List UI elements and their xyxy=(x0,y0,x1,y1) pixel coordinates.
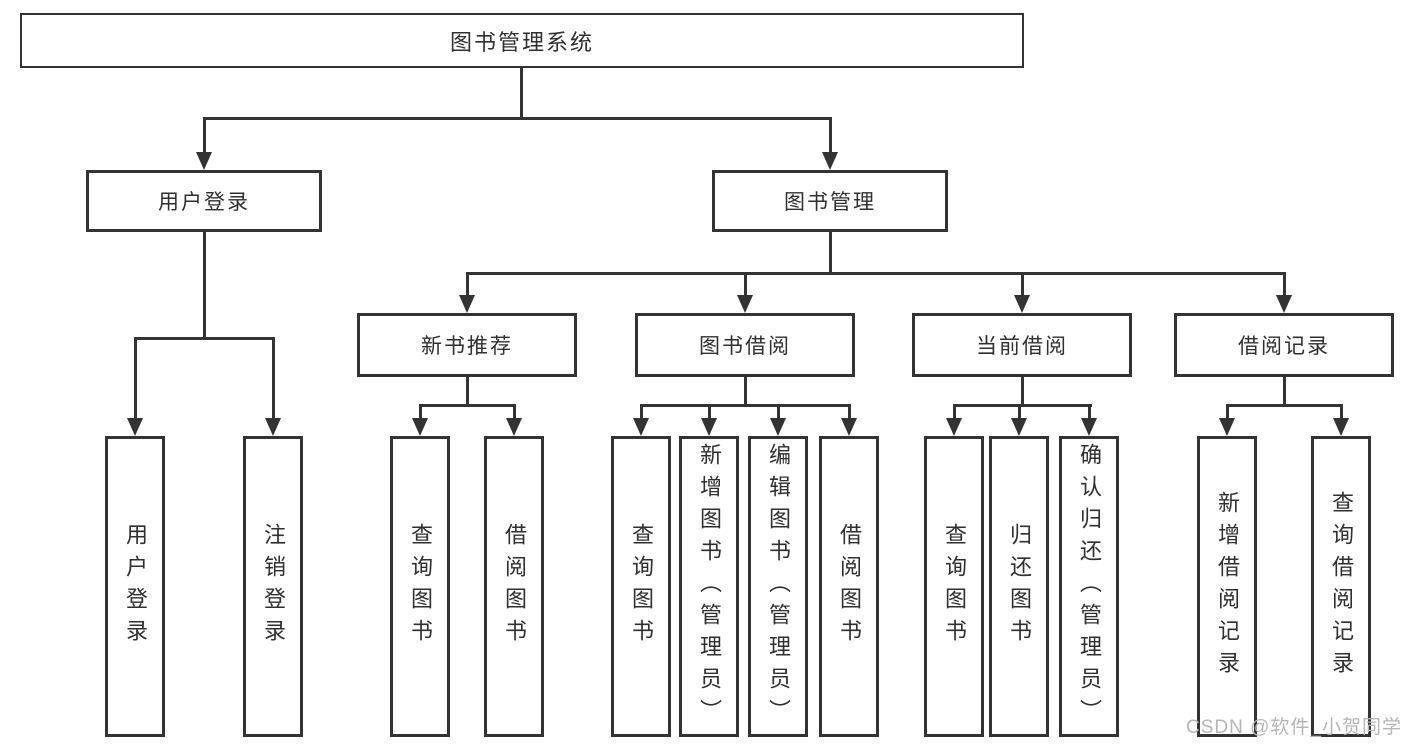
connector-stem-book-mgmt xyxy=(829,120,832,156)
leaf-label: 新增图书（管理员） xyxy=(697,442,722,731)
leaf-label: 新增借阅记录 xyxy=(1215,490,1240,683)
connector-book-mgmt-horizontal xyxy=(466,272,1286,275)
connector-stem-new-book xyxy=(466,275,469,299)
leaf-label: 确认归还（管理员） xyxy=(1077,442,1102,731)
connector-user-login-horizontal xyxy=(134,337,275,340)
arrow-down-icon xyxy=(1276,295,1292,313)
leaf-query-borrow-record: 查询借阅记录 xyxy=(1311,436,1371,737)
connector-stem-leaf-13 xyxy=(1340,407,1343,423)
leaf-logout: 注销登录 xyxy=(243,436,303,737)
connector-stem-leaf-5 xyxy=(640,407,643,423)
connector-borrow-record-vertical xyxy=(1283,377,1286,406)
arrow-down-icon xyxy=(822,152,838,170)
arrow-down-icon xyxy=(127,418,143,436)
connector-stem-user-login xyxy=(203,120,206,156)
connector-stem-leaf-4 xyxy=(513,407,516,423)
connector-stem-leaf-2 xyxy=(272,340,275,422)
arrow-down-icon xyxy=(841,418,857,436)
node-borrowing-records: 借阅记录 xyxy=(1174,313,1394,377)
connector-stem-book-borrow xyxy=(744,275,747,299)
node-user-login: 用户登录 xyxy=(86,170,322,232)
node-book-management: 图书管理 xyxy=(712,170,948,232)
leaf-confirm-return-admin: 确认归还（管理员） xyxy=(1059,436,1119,737)
arrow-down-icon xyxy=(1219,418,1235,436)
leaf-label: 注销登录 xyxy=(261,522,286,651)
connector-stem-leaf-11 xyxy=(1088,407,1091,423)
node-new-book-recommend: 新书推荐 xyxy=(357,313,577,377)
connector-stem-leaf-12 xyxy=(1226,407,1229,423)
leaf-label: 查询图书 xyxy=(942,522,967,651)
csdn-watermark: CSDN @软件_小贺同学 xyxy=(1186,717,1402,738)
connector-new-book-vertical xyxy=(466,377,469,406)
connector-user-login-vertical xyxy=(203,232,206,338)
connector-root-horizontal xyxy=(203,117,832,120)
arrow-down-icon xyxy=(946,418,962,436)
leaf-add-books-admin: 新增图书（管理员） xyxy=(679,436,739,737)
connector-new-book-horizontal xyxy=(419,404,516,407)
node-label: 借阅记录 xyxy=(1238,335,1330,358)
connector-current-borrow-horizontal xyxy=(953,404,1092,407)
node-label: 新书推荐 xyxy=(421,335,513,358)
arrow-down-icon xyxy=(737,295,753,313)
arrow-down-icon xyxy=(459,295,475,313)
leaf-return-books: 归还图书 xyxy=(989,436,1049,737)
leaf-label: 查询图书 xyxy=(408,522,433,651)
connector-stem-leaf-9 xyxy=(953,407,956,423)
node-current-borrowing: 当前借阅 xyxy=(912,313,1132,377)
arrow-down-icon xyxy=(1011,418,1027,436)
connector-current-borrow-vertical xyxy=(1021,377,1024,406)
connector-book-borrow-horizontal xyxy=(640,404,851,407)
node-label: 图书借阅 xyxy=(699,335,791,358)
leaf-label: 借阅图书 xyxy=(837,522,862,651)
leaf-query-books-current: 查询图书 xyxy=(924,436,984,737)
arrow-down-icon xyxy=(701,418,717,436)
leaf-label: 归还图书 xyxy=(1007,522,1032,651)
leaf-query-books-borrow: 查询图书 xyxy=(611,436,671,737)
arrow-down-icon xyxy=(196,152,212,170)
node-label: 当前借阅 xyxy=(976,335,1068,358)
leaf-query-books-recommend: 查询图书 xyxy=(390,436,450,737)
node-label: 用户登录 xyxy=(158,191,250,214)
node-label: 图书管理 xyxy=(784,191,876,214)
connector-stem-leaf-1 xyxy=(134,340,137,422)
connector-book-mgmt-vertical xyxy=(829,232,832,274)
leaf-add-borrow-record: 新增借阅记录 xyxy=(1197,436,1257,737)
arrow-down-icon xyxy=(633,418,649,436)
leaf-borrow-books: 借阅图书 xyxy=(819,436,879,737)
connector-book-borrow-vertical xyxy=(744,377,747,406)
leaf-label: 查询借阅记录 xyxy=(1329,490,1354,683)
arrow-down-icon xyxy=(1081,418,1097,436)
connector-stem-borrow-record xyxy=(1283,275,1286,299)
node-book-borrowing: 图书借阅 xyxy=(635,313,855,377)
connector-stem-leaf-8 xyxy=(848,407,851,423)
node-label: 图书管理系统 xyxy=(449,29,594,55)
connector-stem-leaf-10 xyxy=(1018,407,1021,423)
arrow-down-icon xyxy=(770,418,786,436)
leaf-borrow-books-recommend: 借阅图书 xyxy=(484,436,544,737)
leaf-label: 查询图书 xyxy=(629,522,654,651)
arrow-down-icon xyxy=(1014,295,1030,313)
arrow-down-icon xyxy=(506,418,522,436)
leaf-edit-books-admin: 编辑图书（管理员） xyxy=(748,436,808,737)
connector-borrow-record-horizontal xyxy=(1226,404,1343,407)
connector-root-vertical xyxy=(520,68,523,118)
leaf-label: 借阅图书 xyxy=(502,522,527,651)
connector-stem-leaf-3 xyxy=(419,407,422,423)
connector-stem-current-borrow xyxy=(1021,275,1024,299)
connector-stem-leaf-7 xyxy=(777,407,780,423)
node-library-management-system: 图书管理系统 xyxy=(20,13,1024,68)
connector-stem-leaf-6 xyxy=(708,407,711,423)
leaf-label: 用户登录 xyxy=(123,522,148,651)
arrow-down-icon xyxy=(1333,418,1349,436)
leaf-label: 编辑图书（管理员） xyxy=(766,442,791,731)
arrow-down-icon xyxy=(265,418,281,436)
arrow-down-icon xyxy=(412,418,428,436)
leaf-user-login: 用户登录 xyxy=(105,436,165,737)
